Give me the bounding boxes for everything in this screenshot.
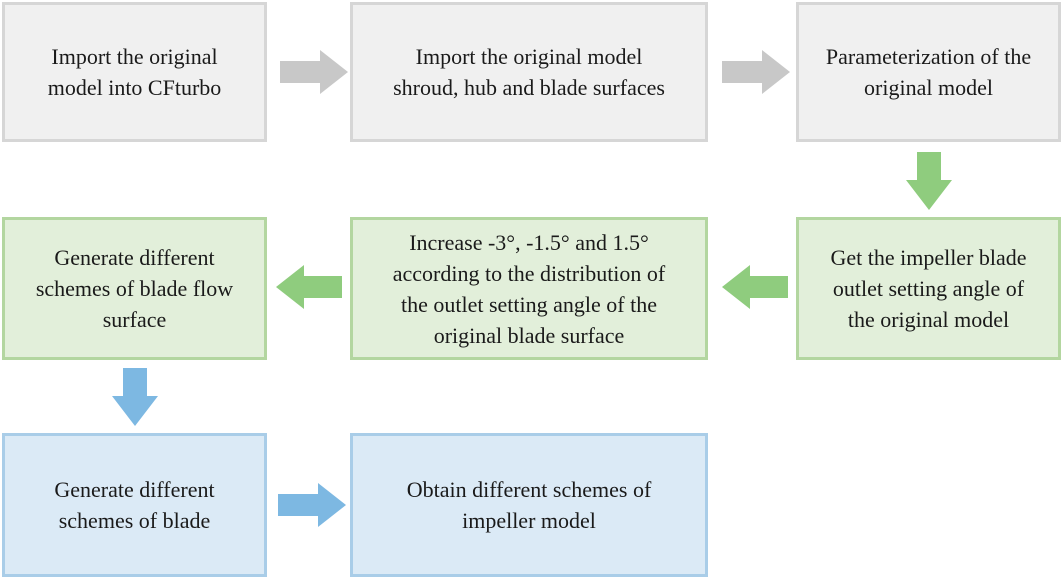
step-parameterization-box: Parameterization of the original model: [796, 2, 1061, 142]
arrow-left-1: [722, 265, 788, 309]
step-import-surfaces-box: Import the original model shroud, hub an…: [350, 2, 708, 142]
step-generate-blade-box: Generate different schemes of blade: [2, 433, 267, 577]
arrow-down-1: [906, 152, 952, 210]
arrow-right-3: [278, 483, 346, 527]
arrow-right-1: [280, 50, 348, 94]
arrow-right-2: [722, 50, 790, 94]
step-obtain-impeller-box: Obtain different schemes of impeller mod…: [350, 433, 708, 577]
step-increase-angle-box: Increase -3°, -1.5° and 1.5° according t…: [350, 217, 708, 360]
arrow-down-2: [112, 368, 158, 426]
arrow-left-2: [276, 265, 342, 309]
step-get-outlet-angle-box: Get the impeller blade outlet setting an…: [796, 217, 1061, 360]
step-import-model-box: Import the original model into CFturbo: [2, 2, 267, 142]
step-generate-flow-surface-box: Generate different schemes of blade flow…: [2, 217, 267, 360]
